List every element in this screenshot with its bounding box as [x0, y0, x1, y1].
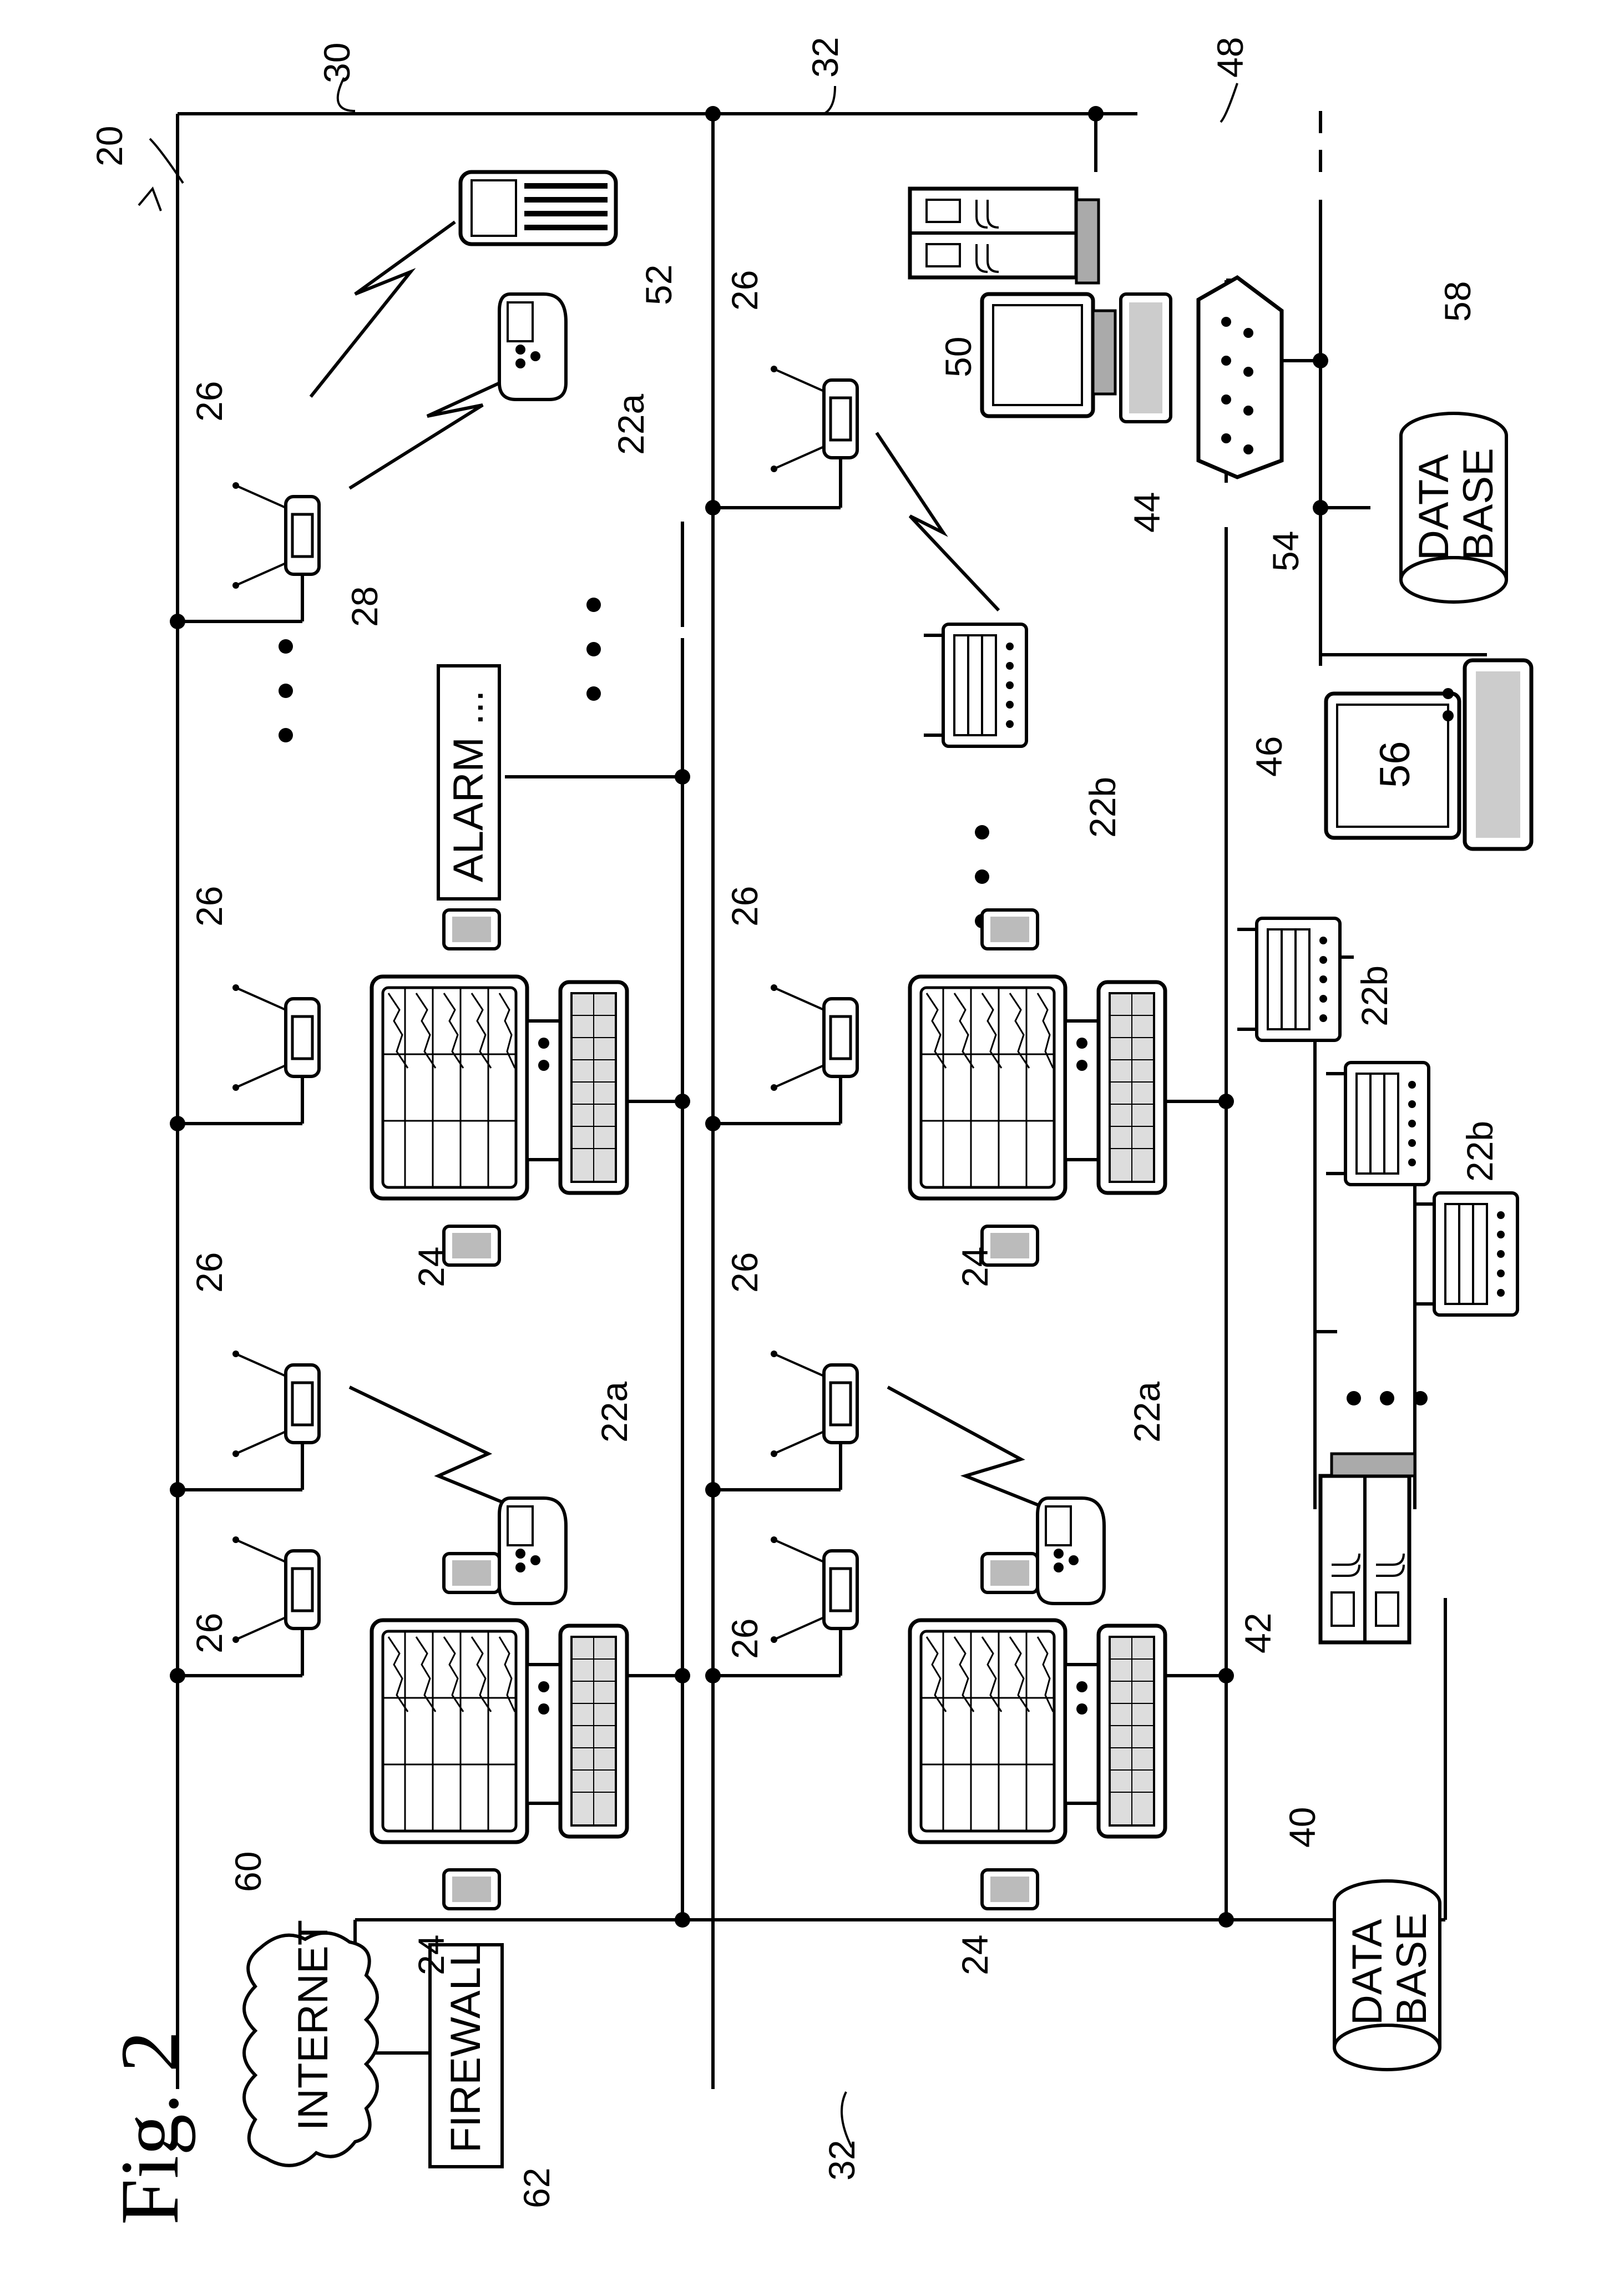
access-point-icon	[771, 1536, 857, 1643]
ref-22a: 22a	[594, 1382, 635, 1443]
ref-22b: 22b	[1082, 777, 1123, 838]
monitor-station-icon	[910, 910, 1165, 1265]
access-point-icon	[232, 482, 319, 589]
bedside-monitor-icon	[1415, 1193, 1517, 1315]
access-point-icon	[232, 1351, 319, 1457]
ref-26: 26	[189, 381, 230, 422]
ref-54: 54	[1265, 531, 1306, 572]
portable-monitor-icon	[499, 294, 566, 399]
bedside-monitor-icon	[1237, 918, 1340, 1040]
monitor-station-icon	[910, 1554, 1165, 1909]
access-point-icon	[771, 984, 857, 1091]
ref-26: 26	[724, 1619, 765, 1659]
database-left-line2: BASE	[1388, 1913, 1435, 2025]
ref-22a: 22a	[610, 394, 651, 455]
database-right-line2: BASE	[1455, 448, 1502, 560]
ref-32-top: 32	[805, 37, 846, 78]
terminal-ref: 56	[1372, 741, 1419, 788]
server-icon	[1321, 1454, 1415, 1642]
alarm-box: ALARM ...	[438, 666, 499, 899]
ref-24: 24	[411, 1935, 452, 1975]
ref-20: 20	[89, 126, 130, 166]
database-right-line1: DATA	[1410, 454, 1458, 560]
ref-26: 26	[189, 1252, 230, 1293]
monitor-station-icon	[372, 1554, 627, 1909]
portable-monitor-icon	[1038, 1498, 1104, 1604]
workstation-icon	[910, 189, 1171, 422]
ref-26: 26	[724, 270, 765, 311]
access-point-icon	[232, 984, 319, 1091]
ref-22b: 22b	[1354, 965, 1395, 1026]
ref-44: 44	[1126, 492, 1167, 533]
reference-labels: Fig. 2 20 30 32 48 32 26 26 26 26 26 26 …	[89, 37, 1500, 2225]
figure-title: Fig. 2	[104, 2031, 196, 2225]
ref-42: 42	[1237, 1613, 1278, 1653]
ref-22b: 22b	[1459, 1121, 1500, 1182]
ref-52: 52	[638, 265, 679, 305]
router-icon	[1198, 277, 1282, 477]
ref-24: 24	[411, 1247, 452, 1287]
monitor-station-icon	[372, 910, 627, 1265]
ref-58: 58	[1437, 281, 1478, 322]
database-left-line1: DATA	[1344, 1919, 1391, 2025]
access-point-icon	[232, 1536, 319, 1643]
terminal-icon	[1326, 660, 1531, 849]
ref-26: 26	[189, 886, 230, 927]
ref-28: 28	[344, 586, 385, 627]
ref-40: 40	[1282, 1807, 1323, 1848]
ref-30: 30	[316, 43, 357, 83]
ref-26: 26	[189, 1613, 230, 1653]
pda-icon	[461, 172, 616, 244]
portable-monitor-icon	[499, 1498, 566, 1604]
internet-cloud: INTERNET	[244, 1920, 377, 2166]
ref-22a: 22a	[1126, 1382, 1167, 1443]
ref-32-bottom: 32	[821, 2140, 862, 2181]
ref-62: 62	[516, 2168, 557, 2208]
ref-26: 26	[724, 1252, 765, 1293]
access-point-icon	[771, 1351, 857, 1457]
ref-24: 24	[954, 1247, 995, 1287]
firewall-box: FIREWALL	[430, 1944, 502, 2167]
internet-text: INTERNET	[290, 1920, 337, 2131]
ref-48: 48	[1210, 37, 1251, 78]
ref-46: 46	[1248, 736, 1289, 777]
access-point-icon	[771, 366, 857, 472]
ref-50: 50	[938, 337, 979, 377]
alarm-text: ALARM ...	[445, 690, 492, 882]
bedside-monitor-icon	[924, 624, 1026, 746]
bedside-monitor-icon	[1326, 1063, 1429, 1185]
ref-26: 26	[724, 886, 765, 927]
ref-60: 60	[227, 1852, 269, 1892]
ref-24: 24	[954, 1935, 995, 1975]
